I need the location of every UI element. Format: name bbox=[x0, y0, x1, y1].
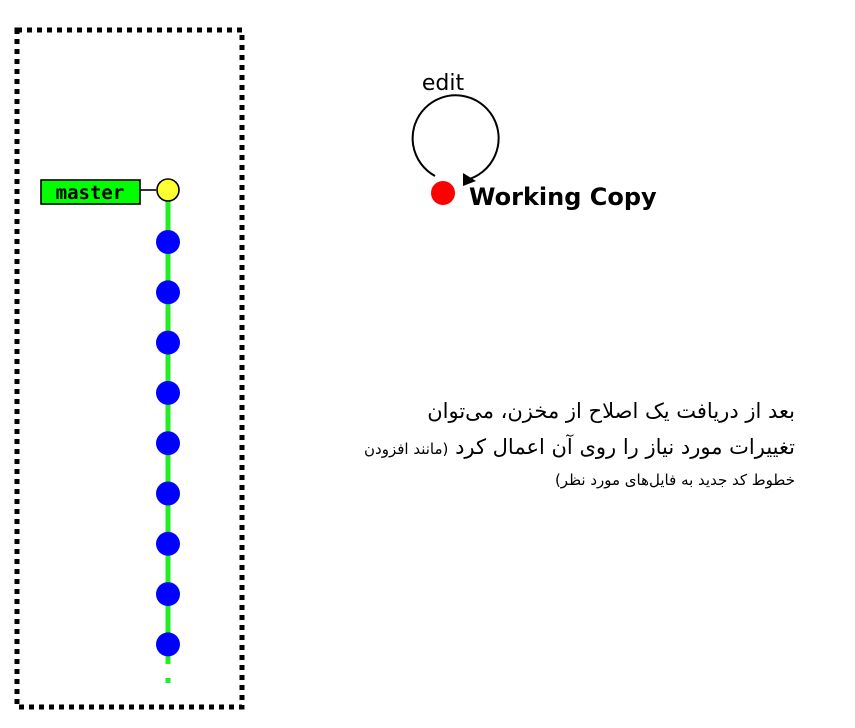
commits-group bbox=[156, 230, 180, 657]
edit-label: edit bbox=[422, 71, 465, 96]
description-block: بعد از دریافت یک اصلاح از مخزن، می‌توان … bbox=[315, 393, 795, 493]
branch-label: master bbox=[56, 182, 125, 204]
commit-dot bbox=[156, 582, 180, 607]
commit-dot bbox=[156, 280, 180, 305]
working-copy-label: Working Copy bbox=[469, 183, 657, 211]
commit-dot bbox=[156, 330, 180, 355]
description-line-2-main: تغییرات مورد نیاز را روی آن اعمال کرد bbox=[455, 435, 795, 459]
commit-dot bbox=[156, 380, 180, 405]
description-line-1: بعد از دریافت یک اصلاح از مخزن، می‌توان bbox=[427, 399, 795, 423]
repository-frame bbox=[14, 27, 245, 710]
description-line-2-paren: (مانند افزودن bbox=[364, 440, 449, 458]
working-copy-dot bbox=[431, 181, 455, 205]
commit-dot bbox=[156, 632, 180, 657]
description-line-2: تغییرات مورد نیاز را روی آن اعمال کرد (م… bbox=[315, 429, 795, 467]
commit-dot bbox=[156, 531, 180, 556]
commit-dot bbox=[156, 431, 180, 456]
description-line-3: خطوط کد جدید به فایل‌های مورد نظر) bbox=[554, 471, 795, 489]
branch-label-box bbox=[40, 179, 141, 205]
edit-loop-arrow bbox=[411, 94, 500, 181]
commit-dot bbox=[156, 230, 180, 254]
head-commit bbox=[156, 178, 180, 202]
commit-dot bbox=[156, 481, 180, 506]
edit-loop-arrowhead-icon bbox=[463, 173, 476, 186]
